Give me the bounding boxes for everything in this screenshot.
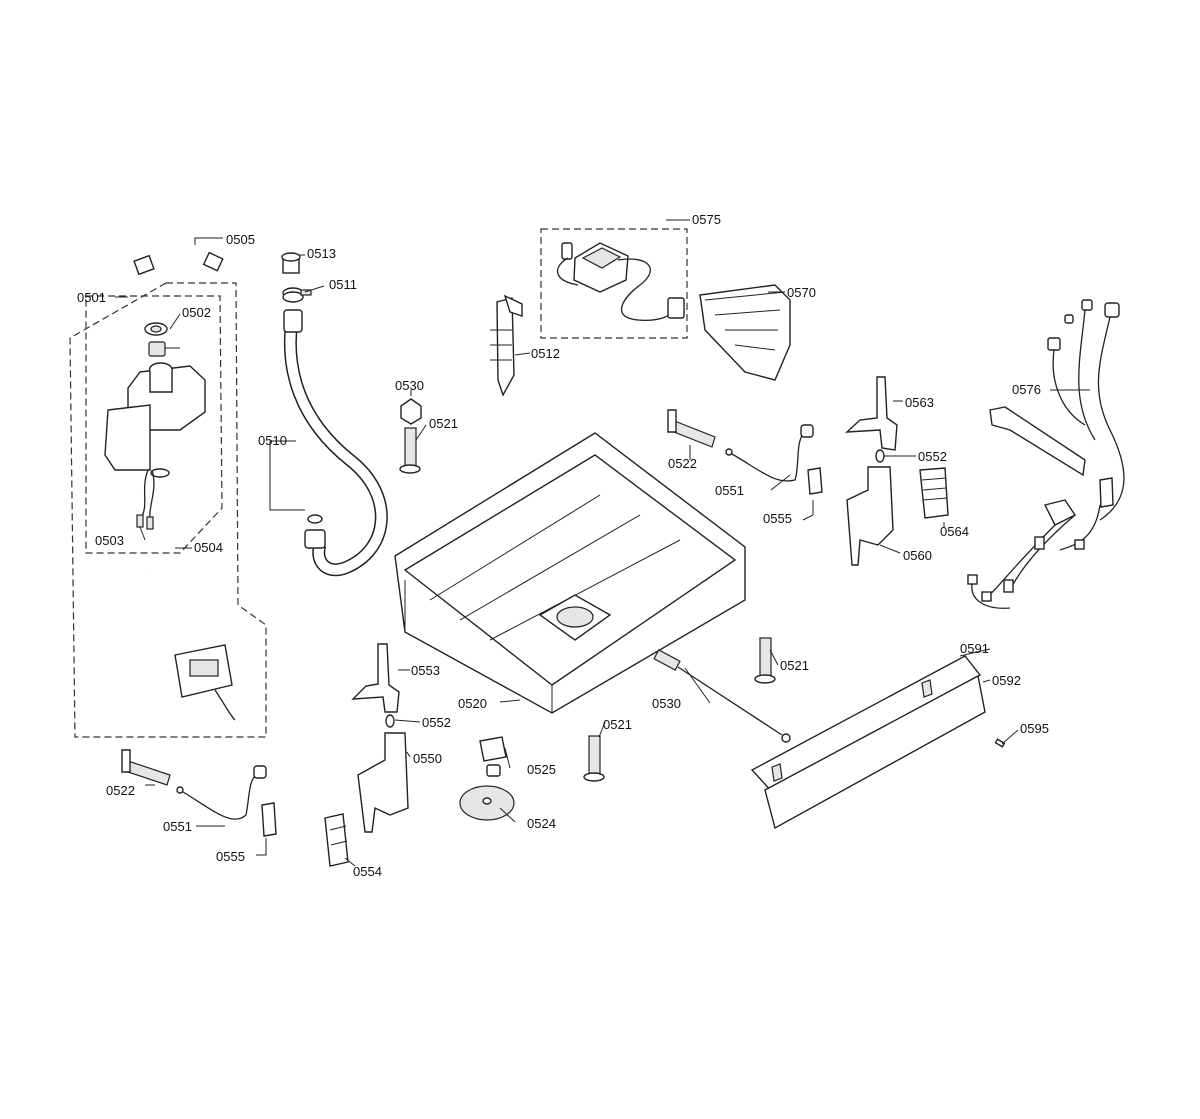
clip-0555-right xyxy=(807,467,823,495)
callout-0551-right: 0551 xyxy=(715,483,744,498)
cap-0513 xyxy=(281,252,301,274)
assembly-0501-outline xyxy=(69,282,267,738)
callout-0591: 0591 xyxy=(960,641,989,656)
callout-0513: 0513 xyxy=(307,246,336,261)
callout-0570: 0570 xyxy=(787,285,816,300)
disc-0524 xyxy=(459,785,515,821)
spring-0552-right xyxy=(875,449,885,463)
hinge-plate-0550 xyxy=(357,732,409,833)
inlet-hose-0505 xyxy=(133,249,224,276)
drain-hose-0510 xyxy=(283,309,388,577)
callout-0525: 0525 xyxy=(527,762,556,777)
screw-0595 xyxy=(994,738,1006,748)
callout-0592: 0592 xyxy=(992,673,1021,688)
part-number-labels: 0505 0513 0511 0501 0502 0575 0570 0512 … xyxy=(77,212,1049,879)
bracket-0554 xyxy=(324,813,349,867)
callout-0554: 0554 xyxy=(353,864,382,879)
hinge-plate-0560 xyxy=(846,466,894,566)
callout-0522-right: 0522 xyxy=(668,456,697,471)
valve-harness-0501 xyxy=(146,569,236,721)
clip-0555-left xyxy=(261,802,277,837)
sensor-cable-0551-right xyxy=(725,424,814,482)
terminal-block-0564 xyxy=(919,467,949,519)
spring-0522-left xyxy=(121,749,171,786)
leader-lines xyxy=(115,219,1090,867)
callout-0521-top: 0521 xyxy=(429,416,458,431)
callout-0552-left: 0552 xyxy=(422,715,451,730)
spring-0552-left xyxy=(385,714,395,728)
nut-0530 xyxy=(400,398,422,425)
callout-0563: 0563 xyxy=(905,395,934,410)
callout-0521-right: 0521 xyxy=(780,658,809,673)
callout-0555-left: 0555 xyxy=(216,849,245,864)
callout-0520: 0520 xyxy=(458,696,487,711)
callout-0576: 0576 xyxy=(1012,382,1041,397)
callout-0521-bottom: 0521 xyxy=(603,717,632,732)
assembly-0504-outline xyxy=(85,295,223,554)
screw-0521-bottom xyxy=(583,735,605,782)
callout-0530-top: 0530 xyxy=(395,378,424,393)
inlet-valve-0504 xyxy=(104,322,206,530)
callout-0530-bottom: 0530 xyxy=(652,696,681,711)
callout-0505: 0505 xyxy=(226,232,255,247)
screw-0521-top xyxy=(399,427,421,474)
callout-0522-left: 0522 xyxy=(106,783,135,798)
callout-0551-left: 0551 xyxy=(163,819,192,834)
hose-clamp-0511 xyxy=(282,287,312,303)
callout-0511: 0511 xyxy=(329,277,357,292)
callout-0501: 0501 xyxy=(77,290,106,305)
callout-0502: 0502 xyxy=(182,305,211,320)
callout-0510: 0510 xyxy=(258,433,287,448)
part-0525 xyxy=(479,736,507,777)
callout-0555-right: 0555 xyxy=(763,511,792,526)
callout-0504: 0504 xyxy=(194,540,223,555)
callout-0564: 0564 xyxy=(940,524,969,539)
spring-0522-right xyxy=(667,409,716,448)
assembly-0575-outline xyxy=(540,228,688,339)
callout-0512: 0512 xyxy=(531,346,560,361)
callout-0553: 0553 xyxy=(411,663,440,678)
kick-plate-0592 xyxy=(764,674,986,830)
hinge-bracket-0553 xyxy=(351,643,400,713)
callout-0550: 0550 xyxy=(413,751,442,766)
bracket-0512 xyxy=(490,294,523,397)
control-module-0570 xyxy=(699,284,791,381)
cable-0530 xyxy=(653,649,791,743)
callout-0524: 0524 xyxy=(527,816,556,831)
sensor-cable-0551-left xyxy=(176,765,267,820)
callout-0560: 0560 xyxy=(903,548,932,563)
callout-0503: 0503 xyxy=(95,533,124,548)
base-tub-0520 xyxy=(394,432,746,714)
callout-0575: 0575 xyxy=(692,212,721,227)
hinge-bracket-0563 xyxy=(845,376,898,451)
screw-0521-right xyxy=(754,637,776,684)
sensor-0575 xyxy=(556,242,685,321)
callout-0552-right: 0552 xyxy=(918,449,947,464)
callout-0595: 0595 xyxy=(1020,721,1049,736)
wire-harness-0576 xyxy=(967,299,1125,609)
